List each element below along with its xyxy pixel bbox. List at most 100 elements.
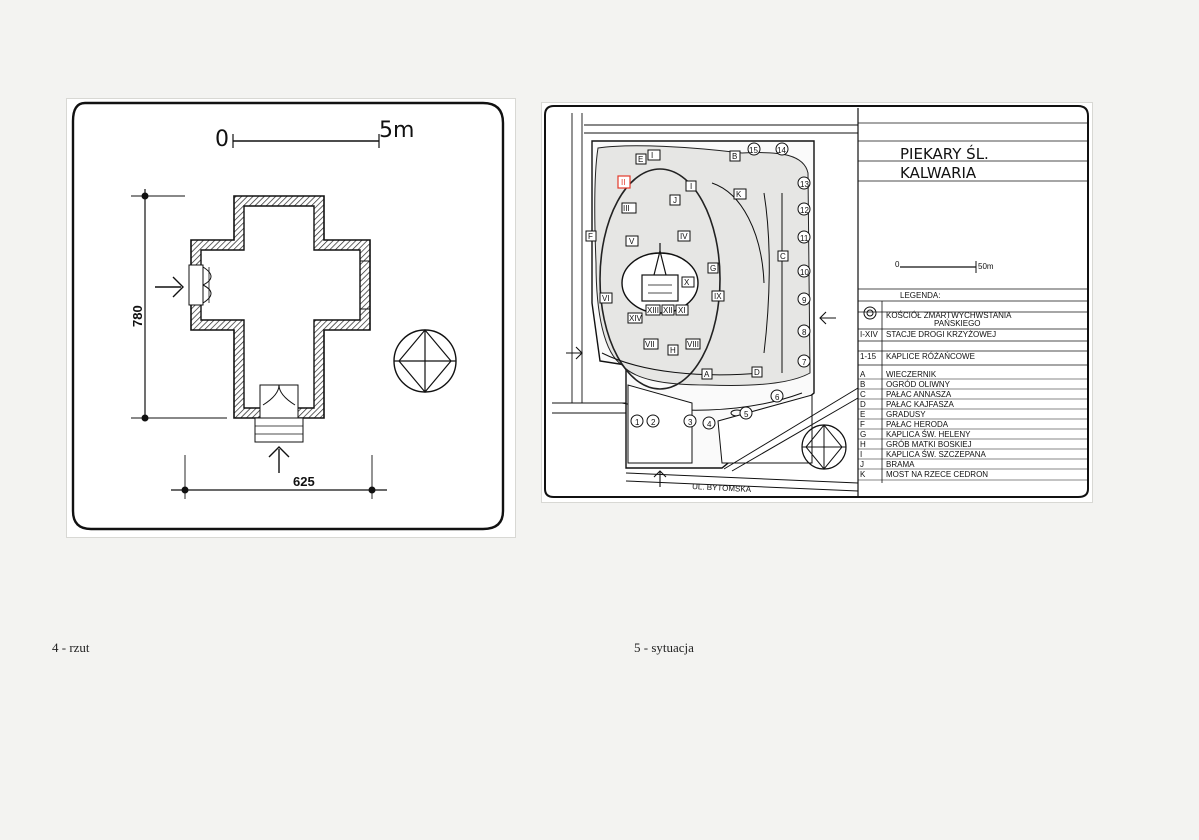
chapel-15: 15 (749, 146, 758, 155)
site-letter-G: G (710, 264, 716, 273)
site-letter-C: C (780, 252, 786, 261)
plan-entrance-arrow-left (155, 276, 184, 298)
floor-plan-figure: 0 5m (67, 99, 515, 537)
legend-key-4: 1-15 (860, 352, 877, 361)
legend-row-J: BRAMA (886, 460, 915, 469)
chapel-1: 1 (635, 418, 640, 427)
chapel-12: 12 (800, 206, 809, 215)
legend-row-E: GRADUSY (886, 410, 926, 419)
chapel-4: 4 (707, 420, 712, 429)
station-VIII: VIII (687, 340, 699, 349)
station-II: II (621, 178, 625, 187)
legend-row-C: PAŁAC ANNASZA (886, 390, 952, 399)
site-plan-figure: 13 12 11 10 9 8 7 6 5 4 3 2 1 14 15 I II (542, 103, 1092, 502)
site-letter-B: B (732, 152, 737, 161)
legend-row-2: PAŃSKIEGO (934, 319, 981, 328)
site-letter-I: I (690, 182, 692, 191)
chapel-9: 9 (802, 296, 807, 305)
chapel-6: 6 (775, 393, 780, 402)
station-VI: VI (602, 294, 610, 303)
legend-row-1: KOŚCIÓŁ ZMARTWYCHWSTANIA (886, 311, 1012, 320)
site-title-block: PIEKARY ŚL. KALWARIA 0 50m (858, 122, 1088, 273)
legend-key-3: I-XIV (860, 330, 878, 339)
site-church-icon (641, 243, 679, 302)
station-XII: XII (663, 306, 673, 315)
station-IV: IV (680, 232, 688, 241)
legend-key-D: D (860, 400, 866, 409)
legend-row-4: KAPLICE RÓŻAŃCOWE (886, 352, 975, 361)
legend-key-J: J (860, 460, 864, 469)
station-XI: XI (678, 306, 686, 315)
station-I: I (651, 151, 653, 160)
plan-scale-end: 5m (379, 118, 414, 143)
site-letter-D: D (754, 368, 760, 377)
caption-floor-plan: 4 - rzut (52, 640, 90, 655)
station-IX: IX (714, 292, 722, 301)
plan-width-label: 625 (293, 474, 315, 489)
legend-key-E: E (860, 410, 865, 419)
chapel-5: 5 (744, 410, 749, 419)
site-entrance-arrow-east (819, 311, 836, 325)
site-title-line1: PIEKARY ŚL. (900, 144, 989, 163)
plan-front-entrance (254, 384, 304, 443)
legend-row-F: PAŁAC HERODA (886, 420, 949, 429)
plan-entrance-arrow-bottom (268, 446, 290, 473)
legend-row-B: OGRÓD OLIWNY (886, 380, 951, 389)
legend-row-G: KAPLICA ŚW. HELENY (886, 430, 971, 439)
legend-key-C: C (860, 390, 866, 399)
legend-key-B: B (860, 380, 865, 389)
site-legend: LEGENDA: KOŚCIÓŁ ZMARTWYCHWSTANIA PAŃSKI… (858, 288, 1088, 483)
site-north-arrow-icon (801, 424, 847, 470)
site-scale-zero: 0 (895, 260, 900, 269)
legend-church-symbol (863, 306, 877, 320)
site-title-line2: KALWARIA (900, 164, 977, 182)
legend-row-I: KAPLICA ŚW. SZCZEPANA (886, 450, 987, 459)
legend-title: LEGENDA: (900, 291, 940, 300)
legend-key-G: G (860, 430, 866, 439)
plan-frame (71, 101, 505, 531)
chapel-10: 10 (800, 268, 809, 277)
plan-width-dimension: 625 (171, 455, 387, 499)
station-VII: VII (645, 340, 655, 349)
chapel-13: 13 (800, 180, 809, 189)
site-letter-E: E (638, 155, 643, 164)
legend-row-3: STACJE DROGI KRZYŻOWEJ (886, 330, 996, 339)
site-entrance-arrow-south (653, 470, 667, 487)
street-name: UL. BYTOMSKA (692, 482, 752, 494)
site-scale-end: 50m (978, 262, 994, 271)
station-XIV: XIV (629, 314, 643, 323)
legend-key-I: I (860, 450, 862, 459)
legend-row-A: WIECZERNIK (886, 370, 937, 379)
chapel-11: 11 (800, 234, 809, 243)
station-V: V (629, 237, 635, 246)
plan-height-label: 780 (130, 305, 145, 327)
chapel-14: 14 (777, 146, 786, 155)
site-map: 13 12 11 10 9 8 7 6 5 4 3 2 1 14 15 I II (552, 113, 859, 494)
plan-walls (190, 195, 371, 419)
plan-side-entrance (188, 264, 212, 306)
chapel-2: 2 (651, 418, 656, 427)
site-letter-F: F (588, 232, 593, 241)
legend-row-D: PAŁAC KAJFASZA (886, 400, 955, 409)
plan-right-window (360, 260, 370, 310)
legend-key-H: H (860, 440, 866, 449)
legend-key-F: F (860, 420, 865, 429)
legend-row-H: GRÓB MATKI BOSKIEJ (886, 440, 972, 449)
legend-key-K: K (860, 470, 866, 479)
plan-north-arrow-icon (393, 329, 457, 393)
site-letter-K: K (736, 190, 742, 199)
site-letter-J: J (673, 196, 677, 205)
station-X: X (684, 278, 690, 287)
site-frame (544, 105, 1089, 498)
plan-scale-bar: 0 5m (215, 118, 414, 152)
plan-scale-zero: 0 (215, 127, 229, 152)
site-letter-H: H (670, 346, 676, 355)
site-letter-A: A (704, 370, 710, 379)
chapel-8: 8 (802, 328, 807, 337)
site-entrance-arrow-west (566, 346, 583, 360)
floor-plan-drawing: 0 5m (71, 101, 505, 531)
plan-height-dimension: 780 (130, 189, 227, 422)
legend-key-A: A (860, 370, 866, 379)
caption-site-plan: 5 - sytuacja (634, 640, 694, 655)
